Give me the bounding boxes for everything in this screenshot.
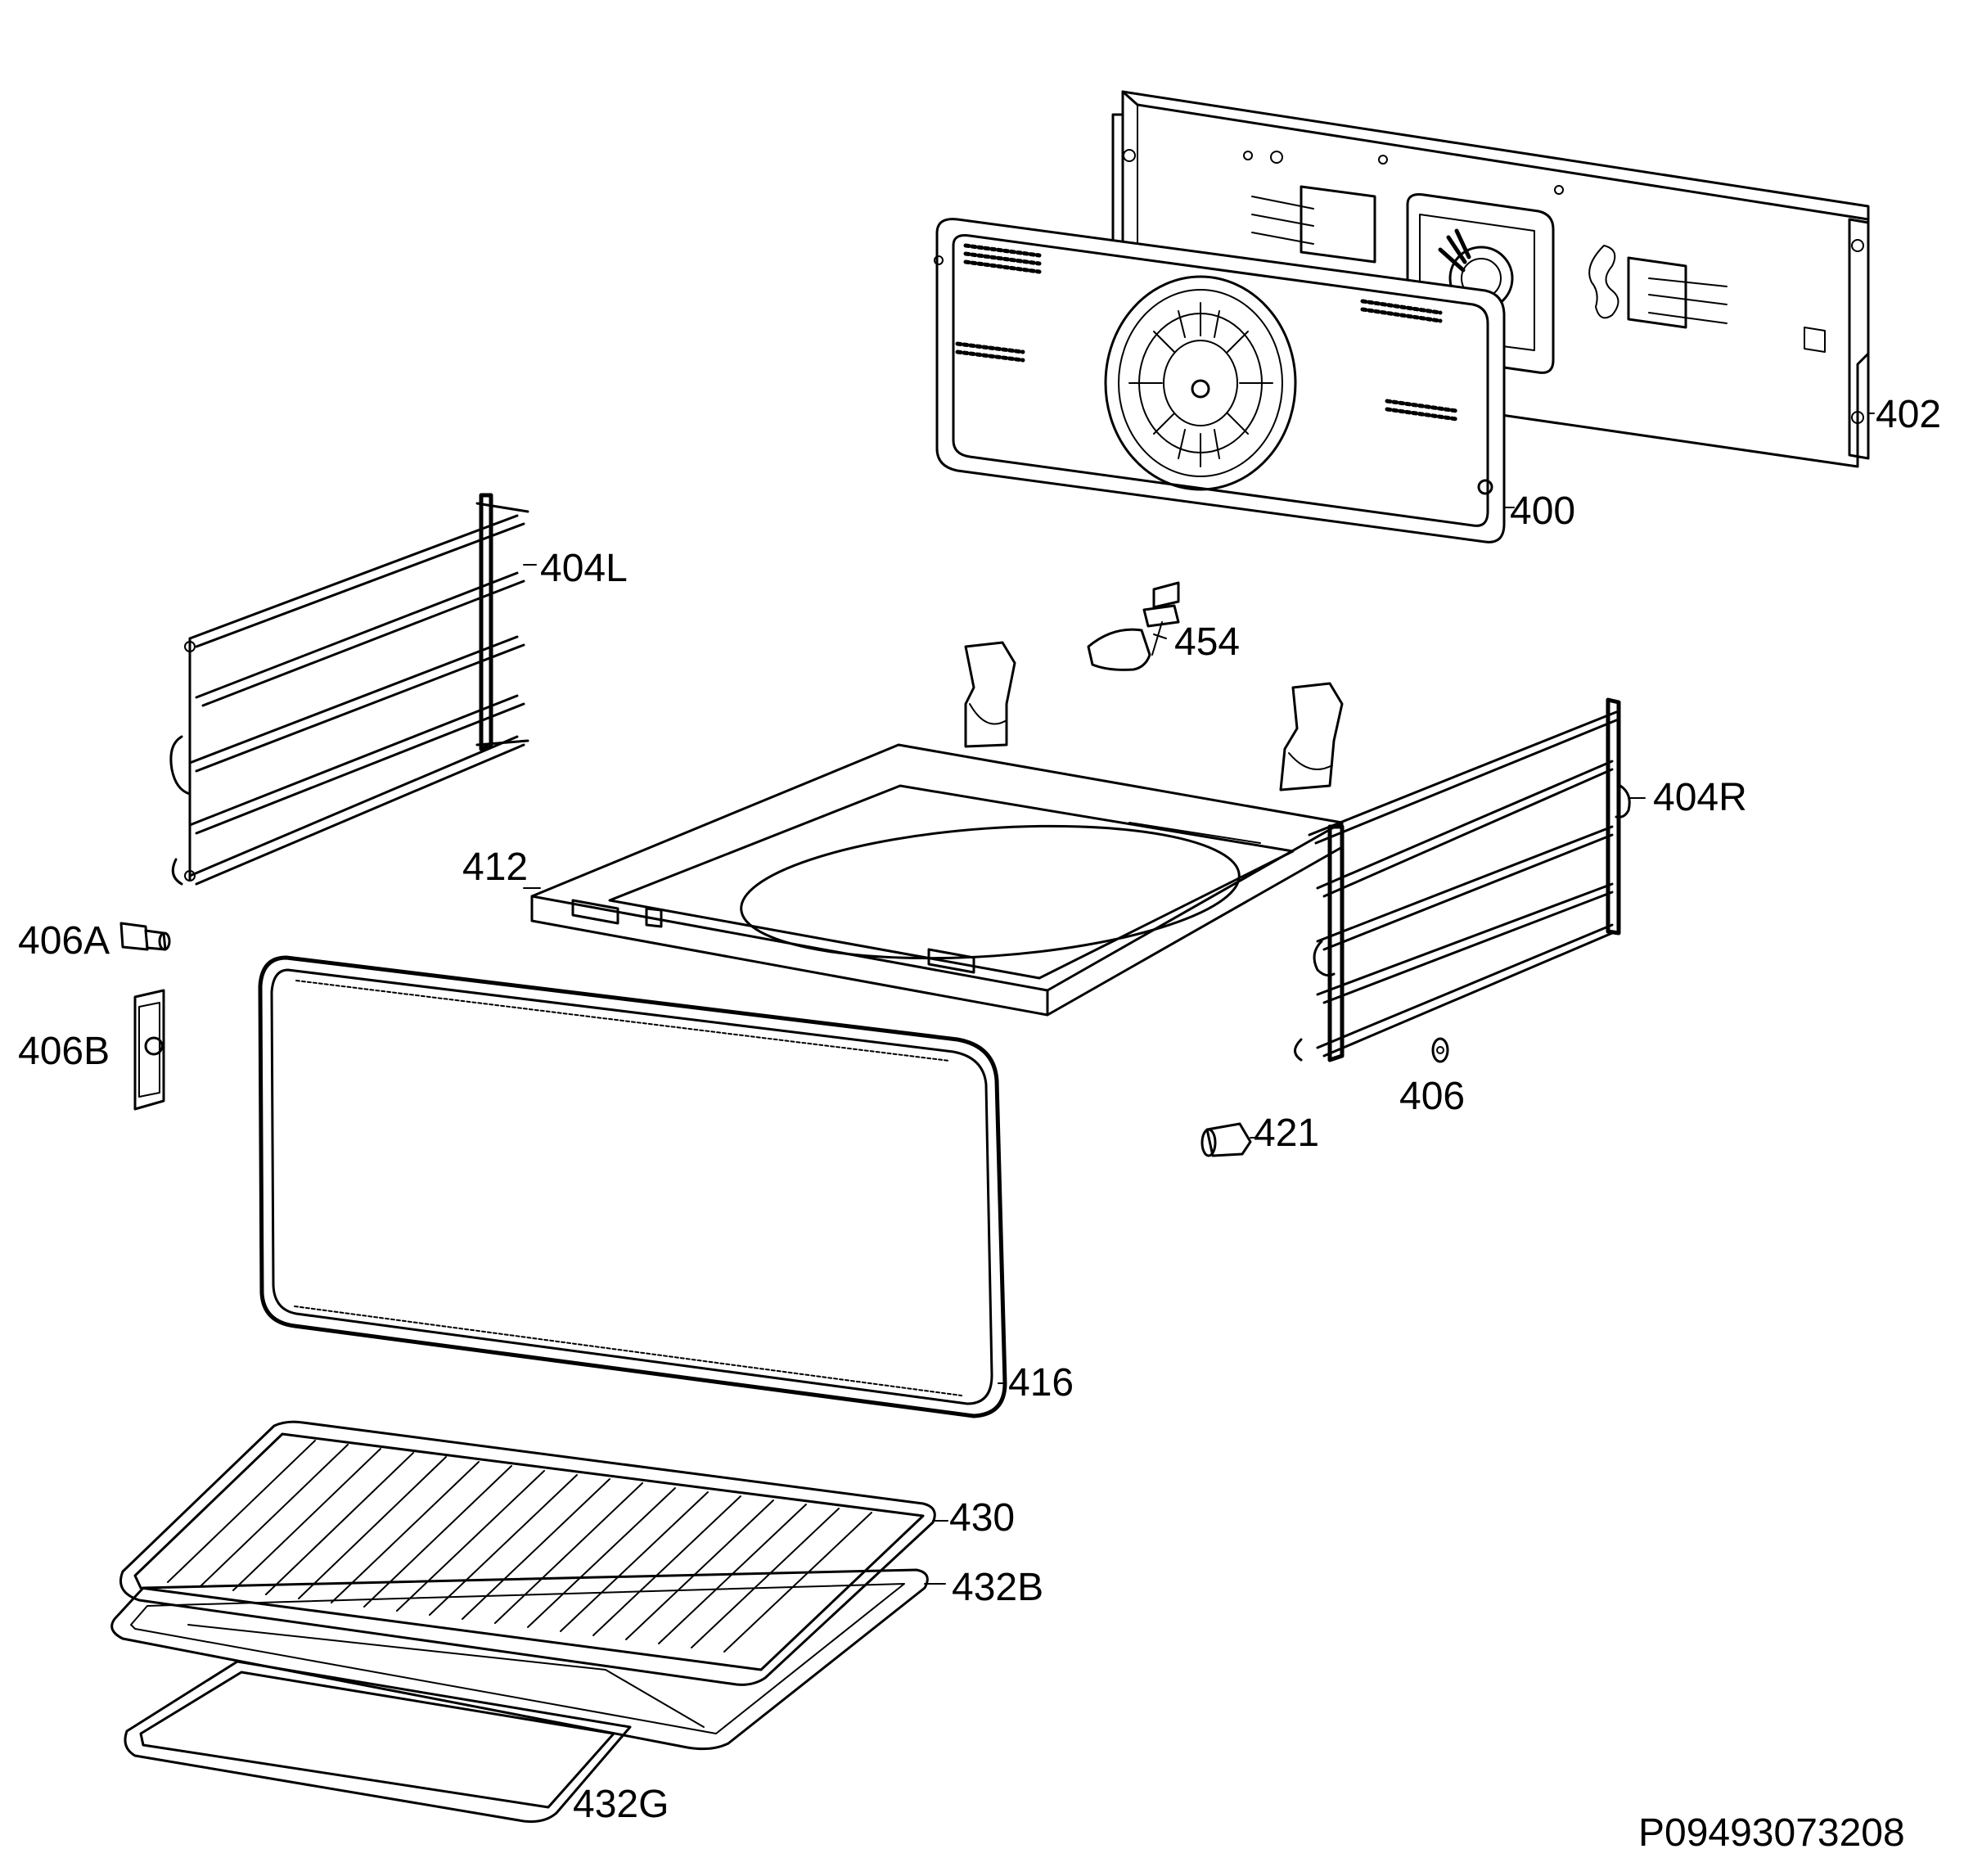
label-400: 400 [1510,489,1575,533]
label-416: 416 [1008,1361,1074,1405]
label-432B: 432B [952,1566,1043,1609]
drawing-code: P09493073208 [1638,1811,1905,1855]
part-406-clip[interactable] [1431,1037,1449,1063]
label-406: 406 [1399,1075,1465,1118]
part-412-cavity-frame[interactable] [530,641,1344,1017]
part-404R-right-shelf-support[interactable] [1294,697,1631,1062]
part-430-wire-shelf[interactable] [119,1420,936,1686]
part-400-fan-cover[interactable] [934,218,1506,543]
part-454-lamp-cover[interactable] [1087,581,1180,671]
label-404L: 404L [540,547,628,590]
label-432G: 432G [573,1783,669,1826]
part-421-lamp[interactable] [1200,1122,1252,1157]
part-416-door-seal[interactable] [258,955,1007,1418]
part-404L-left-shelf-support[interactable] [169,493,529,886]
label-421: 421 [1254,1112,1319,1155]
part-432B-baking-tray[interactable] [110,1568,929,1751]
part-406B-bracket[interactable] [133,989,165,1111]
label-406A: 406A [18,919,110,963]
label-406B: 406B [18,1030,110,1073]
part-406A-screw[interactable] [119,922,171,951]
label-454: 454 [1174,620,1240,664]
label-412: 412 [462,846,528,889]
label-404R: 404R [1653,776,1747,819]
label-430: 430 [949,1496,1015,1540]
part-labels: 402 400 404L 454 404R 412 406A 406B 406 … [18,393,1941,1855]
callouts [523,413,1875,1585]
part-432G-grill-pan[interactable] [124,1660,632,1823]
label-402: 402 [1876,393,1941,436]
